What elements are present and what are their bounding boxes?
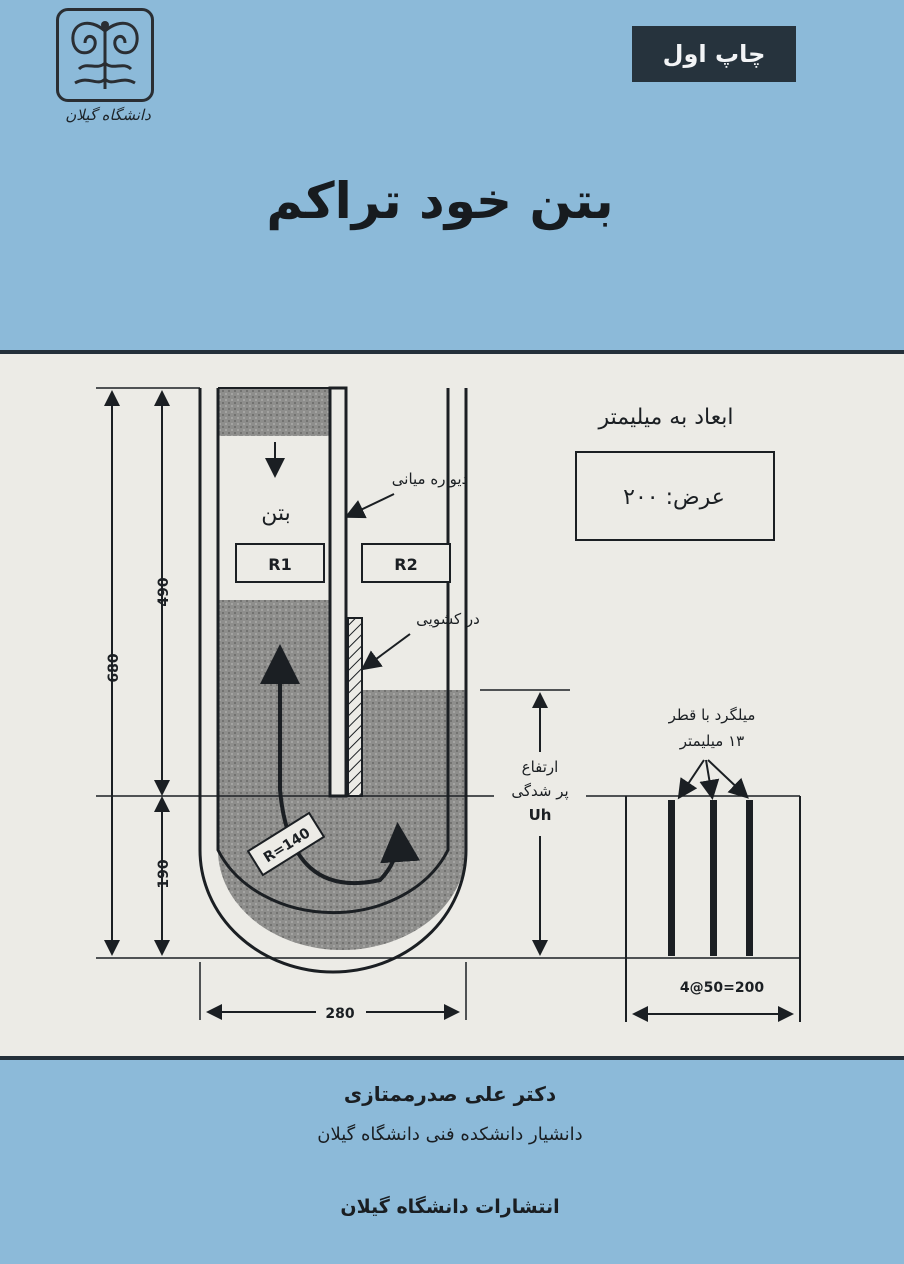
rebar-1 xyxy=(668,800,675,956)
middle-wall xyxy=(328,386,348,798)
r1-box xyxy=(235,543,325,583)
rebar-2 xyxy=(710,800,717,956)
flow-arrow xyxy=(278,660,421,886)
middle-wall-label: دیواره میانی xyxy=(392,470,468,488)
university-logo: دانشگاه گیلان xyxy=(56,8,160,130)
concrete-top-fill xyxy=(218,388,330,436)
uh-label: Uh xyxy=(529,806,552,824)
dim-680: 680 xyxy=(106,653,122,682)
author-affiliation: دانشیار دانشکده فنی دانشگاه گیلان xyxy=(317,1124,583,1145)
width-note: عرض: ۲۰۰ xyxy=(623,485,725,510)
rebar-label: میلگرد با قطر xyxy=(668,706,756,724)
concrete-label: بتن xyxy=(261,501,291,526)
bottom-band xyxy=(0,1060,904,1264)
dim-490: 490 xyxy=(156,577,172,606)
fill-height-label-2: پر شدگی xyxy=(511,782,568,801)
r1-label: R1 xyxy=(268,555,291,574)
logo-caption: دانشگاه گیلان xyxy=(65,106,151,124)
u-inner-wall xyxy=(216,388,450,915)
publisher-name: انتشارات دانشگاه گیلان xyxy=(340,1196,560,1218)
sliding-gate-label: در کشویی xyxy=(416,610,480,628)
width-box xyxy=(575,451,775,541)
divider-top xyxy=(0,350,904,354)
author-name: دکتر علی صدرممتازی xyxy=(343,1082,557,1106)
rebar-size-label: ۱۳ میلیمتر xyxy=(679,732,744,750)
logo-frame xyxy=(56,8,154,102)
dim-280: 280 xyxy=(325,1006,354,1022)
rebar-spacing-label: 4@50=200 xyxy=(680,980,764,996)
edition-badge: چاپ اول xyxy=(632,26,796,82)
book-title: بتن خود تراکم xyxy=(266,172,614,230)
r2-label: R2 xyxy=(394,555,417,574)
dim-190: 190 xyxy=(156,859,172,888)
units-note: ابعاد به میلیمتر xyxy=(597,405,733,430)
u-box-diagram: R1 R2 بتن R=140 دیواره میانی در کشویی 68… xyxy=(96,386,801,1022)
u-outer-wall xyxy=(198,388,468,974)
logo-emblem-icon xyxy=(71,21,139,89)
r2-box xyxy=(361,543,451,583)
rebar-3 xyxy=(746,800,753,956)
divider-bottom xyxy=(0,1056,904,1060)
fill-height-label-1: ارتفاع xyxy=(522,758,559,776)
sliding-gate xyxy=(347,617,363,797)
